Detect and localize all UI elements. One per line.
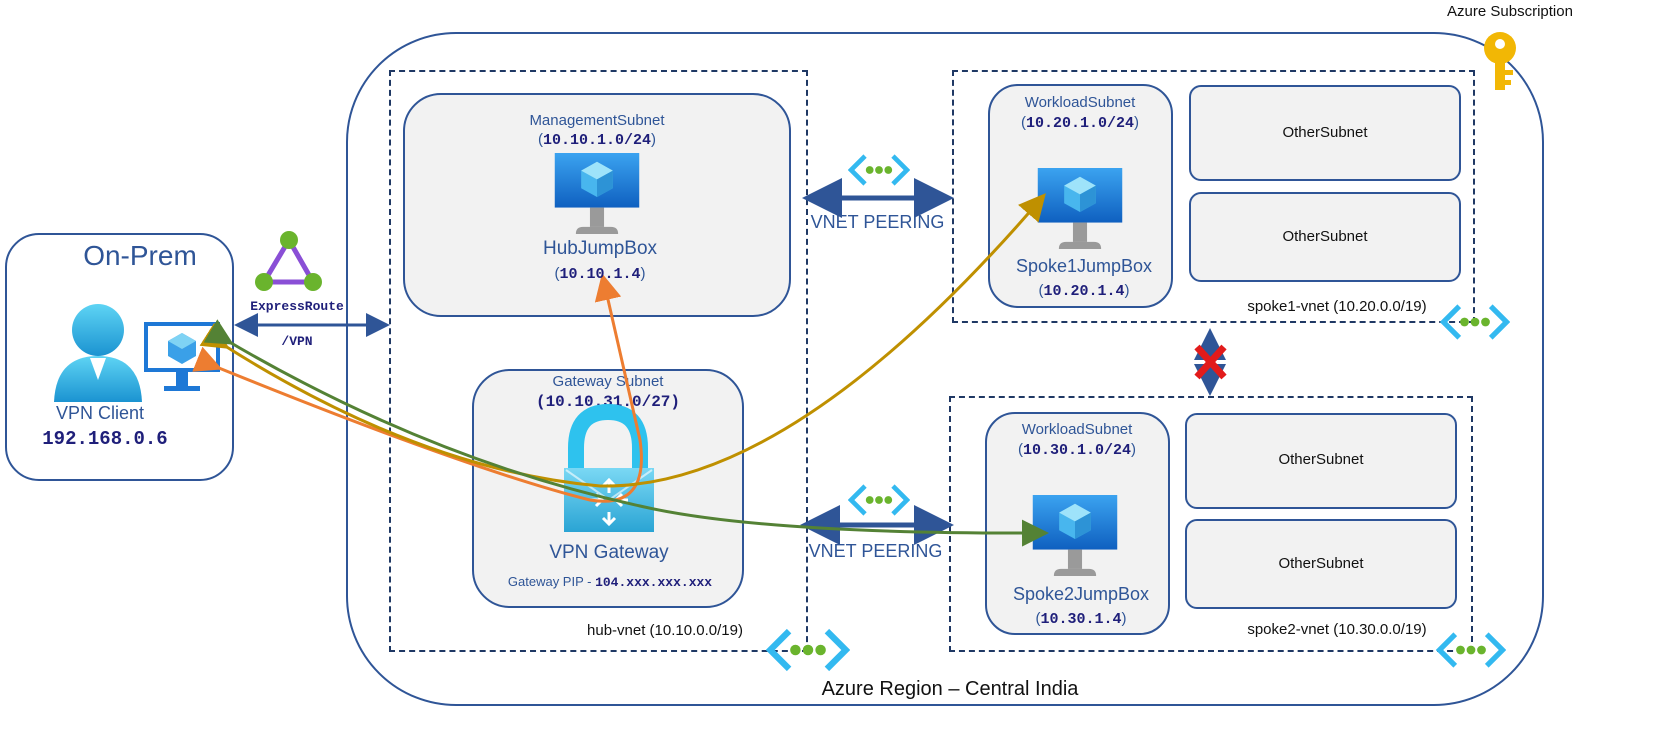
region-label: Azure Region – Central India [821, 678, 1079, 700]
hub-vnet-label: hub-vnet (10.10.0.0/19) [587, 622, 743, 639]
spoke1-ip-value: 10.20.1.4 [1043, 283, 1125, 300]
onprem-title: On-Prem [83, 240, 197, 271]
hubjumpbox-name: HubJumpBox [542, 238, 658, 259]
management-cidr-value: 10.10.1.0/24 [542, 132, 652, 149]
spoke1-other-1-label: OtherSubnet [1282, 124, 1368, 141]
peering-bottom-label: VNET PEERING [808, 541, 943, 561]
spoke1-workload-cidr: (10.20.1.0/24) [1020, 114, 1140, 132]
peering-top-label: VNET PEERING [810, 212, 945, 232]
spoke2-workload-name: WorkloadSubnet [1021, 421, 1133, 438]
management-subnet-cidr: (10.10.1.0/24) [537, 131, 657, 149]
gateway-pip-label: Gateway PIP - [507, 574, 596, 589]
spoke1-cidr-value: 10.20.1.0/24 [1025, 115, 1135, 132]
spoke2jumpbox-name: Spoke2JumpBox [1012, 584, 1150, 604]
hubjumpbox-ip-value: 10.10.1.4 [559, 266, 641, 283]
vpn-client-ip: 192.168.0.6 [42, 428, 168, 450]
spoke2jumpbox-ip: (10.30.1.4) [1035, 610, 1127, 628]
gateway-pip-value: 104.xxx.xxx.xxx [595, 575, 713, 590]
spoke2-other-subnet-2 [1185, 519, 1457, 609]
spoke2-other-subnet-1 [1185, 413, 1457, 509]
spoke1-vnet-label: spoke1-vnet (10.20.0.0/19) [1247, 298, 1427, 315]
gateway-subnet-cidr: (10.10.31.0/27) [535, 393, 681, 411]
spoke1-workload-name: WorkloadSubnet [1024, 94, 1136, 111]
vpn-gateway-name: VPN Gateway [549, 542, 669, 563]
vpn-client-label: VPN Client [55, 403, 145, 423]
gateway-pip: Gateway PIP - 104.xxx.xxx.xxx [480, 574, 740, 590]
spoke1-other-subnet-2 [1189, 192, 1461, 282]
spoke1-other-subnet-1 [1189, 85, 1461, 181]
hubjumpbox-ip: (10.10.1.4) [554, 265, 646, 283]
management-subnet-name: ManagementSubnet [529, 112, 665, 129]
gateway-subnet-name: Gateway Subnet [552, 373, 664, 390]
vpn-link-label: /VPN [281, 334, 313, 349]
spoke2-ip-value: 10.30.1.4 [1040, 611, 1122, 628]
spoke2-workload-cidr: (10.30.1.0/24) [1017, 441, 1137, 459]
expressroute-label: ExpressRoute [250, 299, 344, 314]
spoke2-cidr-value: 10.30.1.0/24 [1022, 442, 1132, 459]
gateway-cidr-value: 10.10.31.0/27 [545, 393, 671, 411]
spoke1jumpbox-ip: (10.20.1.4) [1038, 282, 1130, 300]
subscription-label: Azure Subscription [1447, 3, 1573, 20]
spoke2-vnet-label: spoke2-vnet (10.30.0.0/19) [1247, 621, 1427, 638]
spoke1-other-2-label: OtherSubnet [1282, 228, 1368, 245]
spoke2-other-1-label: OtherSubnet [1278, 451, 1364, 468]
spoke2-other-2-label: OtherSubnet [1278, 555, 1364, 572]
spoke1jumpbox-name: Spoke1JumpBox [1015, 256, 1153, 276]
